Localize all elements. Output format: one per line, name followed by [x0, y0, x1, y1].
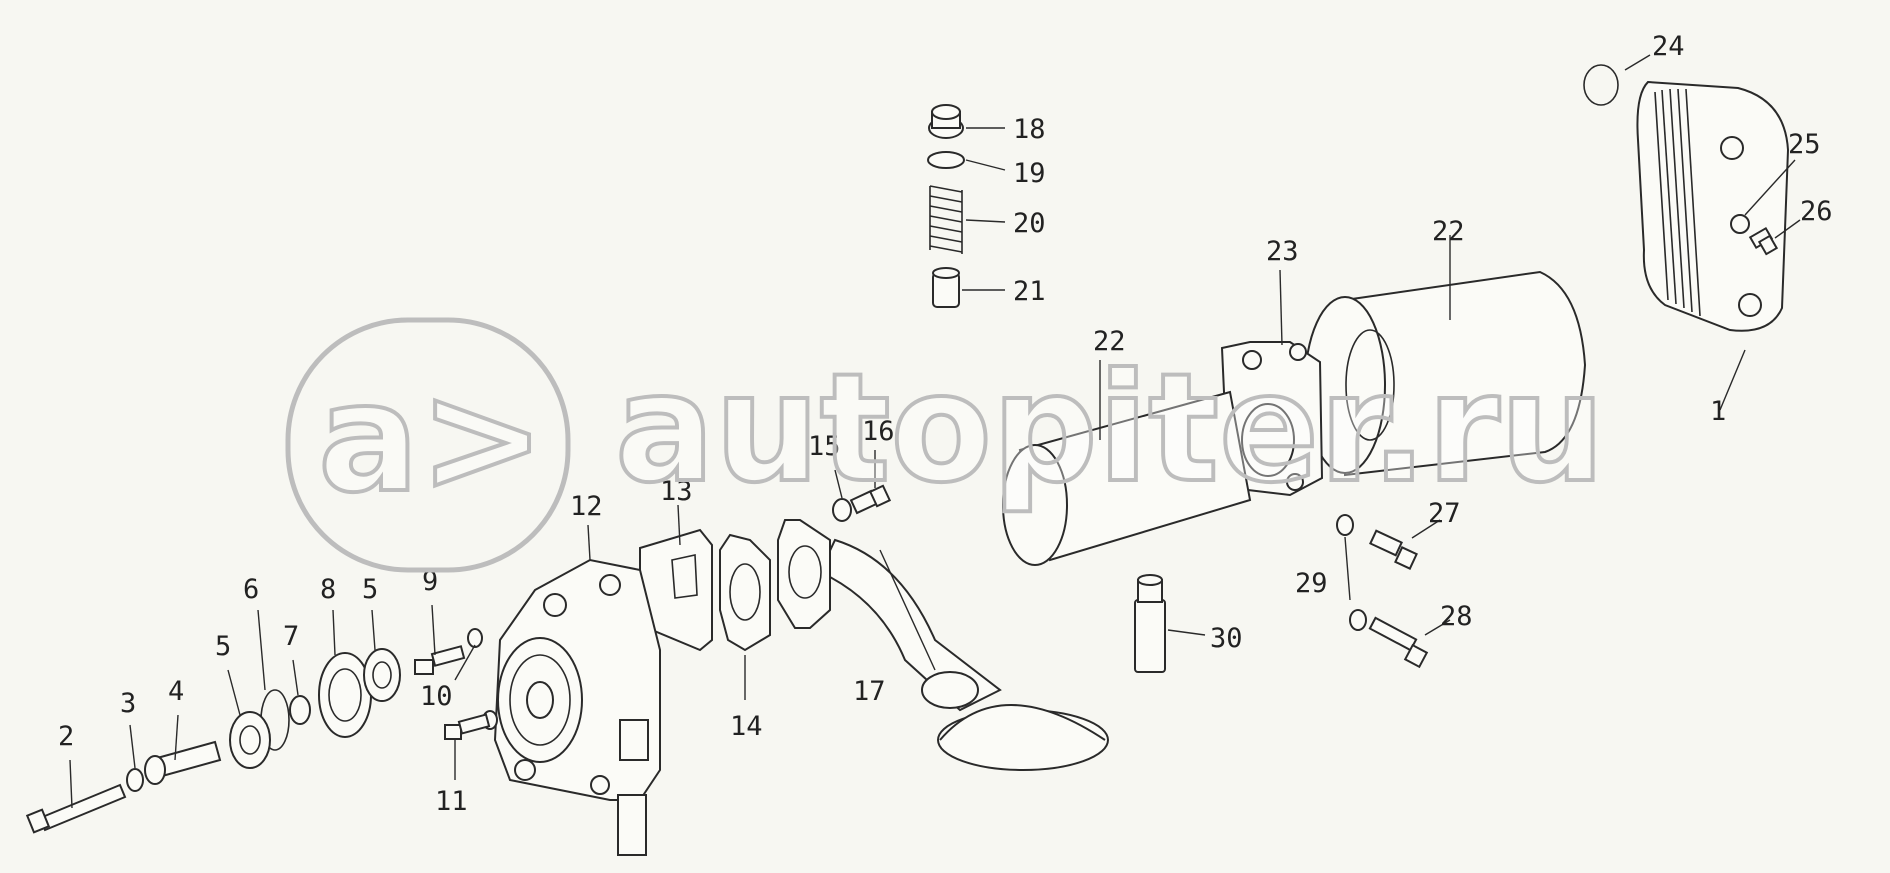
callout-label: 2 [58, 721, 74, 752]
callout-label: 11 [435, 786, 468, 817]
bolt-part [1369, 529, 1418, 570]
callout-label: 15 [808, 431, 841, 462]
filter-element-part [1002, 390, 1252, 566]
bearing-part [363, 648, 401, 702]
watermark-text: autopiter.ru [615, 342, 1605, 516]
callout-label: 16 [862, 416, 895, 447]
oil-cooler-part [1636, 80, 1790, 332]
gasket-part [639, 528, 713, 652]
callout-label: 13 [660, 476, 693, 507]
washer-part [467, 628, 483, 648]
callout-label: 19 [1013, 158, 1046, 189]
callout-label: 20 [1013, 208, 1046, 239]
callout-label: 5 [215, 631, 231, 662]
washer-part [126, 768, 144, 792]
callout-label: 4 [168, 676, 184, 707]
callout-label: 22 [1432, 216, 1465, 247]
pump-gear-part [497, 637, 583, 763]
watermark-logo-frame [285, 317, 571, 573]
callout-label: 12 [570, 491, 603, 522]
callout-label: 29 [1295, 568, 1328, 599]
callout-label: 24 [1652, 31, 1685, 62]
washer-part [289, 695, 311, 725]
gasket-part [719, 533, 771, 652]
callout-label: 7 [283, 621, 299, 652]
washer-part [1349, 609, 1367, 631]
callout-label: 10 [420, 681, 453, 712]
leader-lines [69, 54, 1801, 809]
callout-label: 23 [1266, 236, 1299, 267]
callout-label: 6 [243, 574, 259, 605]
callout-label: 25 [1788, 129, 1821, 160]
valve-plunger-part [932, 267, 960, 308]
bolt-part [414, 645, 466, 675]
callout-label: 14 [730, 711, 763, 742]
callout-label: 3 [120, 688, 136, 719]
callout-label: 27 [1428, 498, 1461, 529]
callout-label: 18 [1013, 114, 1046, 145]
spring-part [929, 185, 963, 254]
watermark: a> autopiter.ru [285, 317, 1607, 573]
seal-ring-part [927, 151, 965, 169]
callout-label: 9 [422, 566, 438, 597]
bearing-part [229, 711, 271, 769]
bolt-part [444, 713, 491, 740]
callout-labels: 1 2 3 4 5 5 6 7 8 9 10 11 12 13 14 15 16… [58, 31, 1833, 817]
pipe-flange-part [777, 519, 831, 629]
filter-head-part [1220, 341, 1324, 497]
bolt-part [849, 484, 892, 515]
washer-part [832, 498, 852, 522]
callout-label: 17 [853, 676, 886, 707]
callout-label: 5 [362, 574, 378, 605]
callout-label: 1 [1710, 396, 1726, 427]
long-bolt-part [25, 783, 127, 834]
callout-label: 22 [1093, 326, 1126, 357]
washer-part [1336, 514, 1354, 536]
callout-label: 28 [1440, 601, 1473, 632]
washer-part [1730, 214, 1750, 234]
fitting-part [1134, 574, 1166, 673]
bolt-part [1748, 226, 1779, 256]
filter-element-part [1304, 270, 1587, 477]
plug-bolt-part [928, 104, 964, 139]
callout-label: 8 [320, 574, 336, 605]
callout-label: 21 [1013, 276, 1046, 307]
shaft-part [144, 740, 222, 785]
callout-label: 30 [1210, 623, 1243, 654]
callout-label: 26 [1800, 196, 1833, 227]
watermark-logo-text: a> [318, 352, 545, 526]
bolt-part [1368, 616, 1429, 669]
suction-pipe-part [818, 538, 1109, 771]
drive-gear-part [318, 652, 372, 738]
o-ring-part [1583, 64, 1619, 106]
